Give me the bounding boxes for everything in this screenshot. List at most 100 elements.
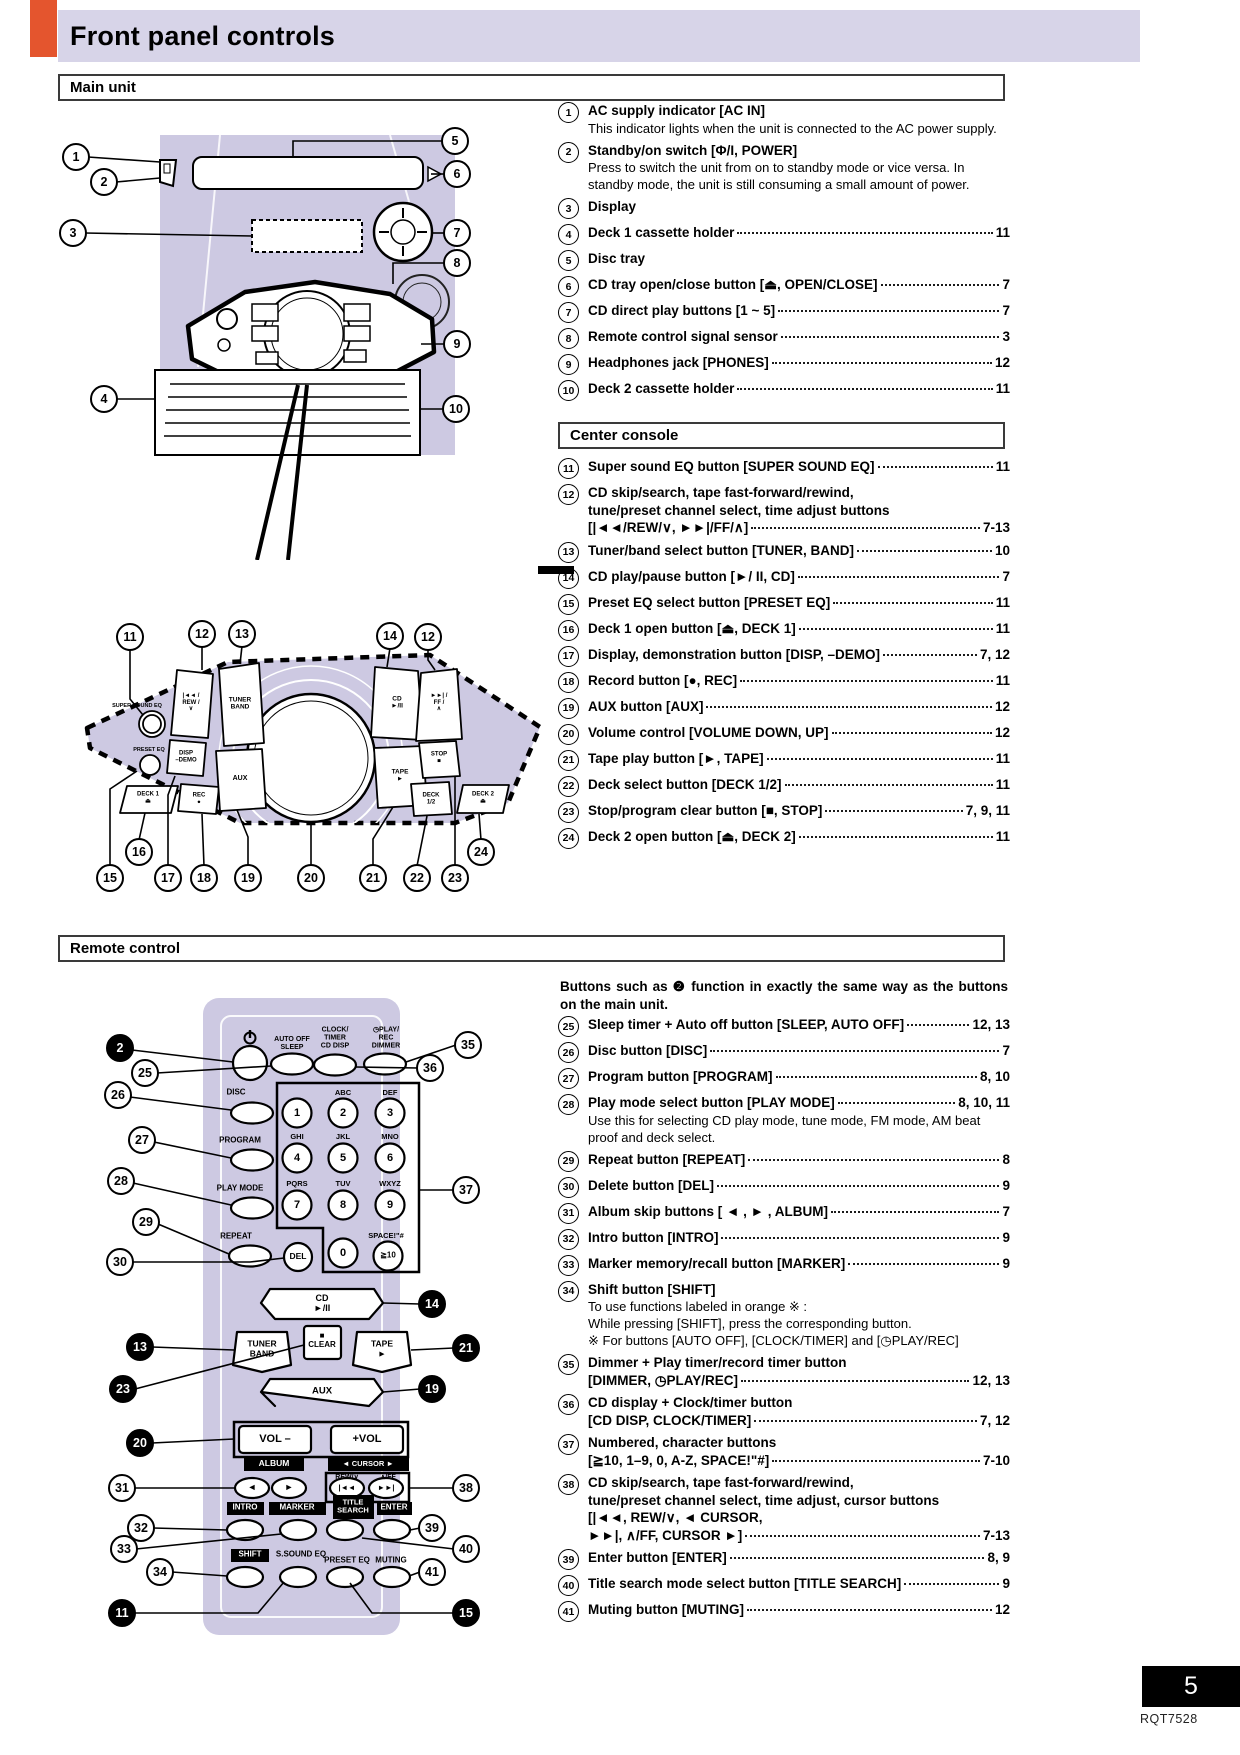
callout-number: 15 bbox=[452, 1599, 480, 1627]
diagram-label: +VOL bbox=[352, 1432, 382, 1445]
remote-intro-text: Buttons such as ❷ function in exactly th… bbox=[560, 979, 1008, 1012]
diagram-label: ENTER bbox=[380, 1502, 408, 1512]
program-button bbox=[229, 1148, 275, 1172]
page-title-bar: Front panel controls bbox=[58, 10, 1140, 62]
diagram-label: REW/∨ bbox=[335, 1474, 359, 1482]
diagram-label: TUV bbox=[335, 1178, 351, 1188]
digit-5-button bbox=[327, 1142, 359, 1174]
deck-select-button bbox=[410, 781, 453, 817]
diagram-label: |◄◄ / REW / ∨ bbox=[182, 692, 200, 713]
diagram-label: TUNER BAND bbox=[247, 1338, 277, 1358]
callout-number: 24 bbox=[467, 838, 495, 866]
callout-number: 32 bbox=[127, 1514, 155, 1542]
deck-cassette-area bbox=[154, 369, 421, 456]
callout-number: 8 bbox=[443, 249, 471, 277]
diagram-label: CD ►/II bbox=[391, 695, 403, 710]
callout-number: 13 bbox=[228, 620, 256, 648]
del-button bbox=[282, 1241, 314, 1273]
diagram-label: AUTO OFF SLEEP bbox=[274, 1036, 310, 1051]
item-number-badge: 24 bbox=[558, 827, 579, 849]
model-code: RQT7528 bbox=[1140, 1712, 1198, 1726]
diagram-label: PRESET EQ bbox=[324, 1555, 370, 1565]
diagram-label: ■ CLEAR bbox=[308, 1331, 336, 1349]
diagram-label: 4 bbox=[293, 1151, 301, 1164]
callout-number: 39 bbox=[418, 1514, 446, 1542]
callout-number: 21 bbox=[452, 1334, 480, 1362]
callout-number: 20 bbox=[126, 1429, 154, 1457]
diagram-label: S.SOUND EQ bbox=[275, 1549, 327, 1559]
item-number-badge: 3 bbox=[558, 198, 579, 219]
callout-lines bbox=[109, 645, 482, 867]
callout-number: 37 bbox=[452, 1176, 480, 1204]
item-number-badge: 8 bbox=[558, 328, 579, 349]
callout-number: 11 bbox=[116, 623, 144, 651]
diagram-label: ALBUM bbox=[258, 1458, 290, 1469]
callout-number: 1 bbox=[62, 143, 90, 171]
callout-number: 23 bbox=[109, 1375, 137, 1403]
diagram-label: DISC bbox=[226, 1087, 246, 1097]
item-number-badge: 31 bbox=[558, 1202, 579, 1224]
diagram-label: REPEAT bbox=[220, 1231, 252, 1241]
diagram-label: ∧/FF bbox=[380, 1474, 396, 1482]
callout-number: 4 bbox=[90, 385, 118, 413]
item-number-badge: 1 bbox=[558, 102, 579, 123]
digit-8-button bbox=[327, 1189, 359, 1221]
diagram-label: SPACE!"# bbox=[368, 1230, 404, 1240]
print-registration-tick bbox=[538, 566, 574, 574]
item-number-badge: 12 bbox=[558, 484, 579, 505]
page-number-box: 5 bbox=[1142, 1666, 1240, 1707]
preset-eq-button bbox=[139, 754, 161, 776]
digit-7-button bbox=[281, 1189, 313, 1221]
clock-timer-button bbox=[312, 1053, 358, 1077]
numpad-outline bbox=[275, 1081, 421, 1274]
callout-number: 25 bbox=[131, 1059, 159, 1087]
callout-number: 30 bbox=[106, 1248, 134, 1276]
diagram-label: ►►| bbox=[377, 1482, 395, 1492]
item-number-badge: 37 bbox=[558, 1434, 579, 1455]
callout-number: 7 bbox=[443, 219, 471, 247]
callout-number: 28 bbox=[107, 1167, 135, 1195]
diagram-label: TUNER BAND bbox=[228, 696, 252, 711]
callout-number: 5 bbox=[441, 127, 469, 155]
diagram-label: TAPE ► bbox=[391, 768, 409, 783]
item-number-badge: 2 bbox=[558, 141, 579, 163]
callout-lines bbox=[84, 140, 445, 410]
volume-knob bbox=[372, 201, 434, 263]
item-number-badge: 41 bbox=[558, 1601, 579, 1622]
diagram-label: INTRO bbox=[232, 1502, 258, 1512]
item-number-badge: 6 bbox=[558, 276, 579, 297]
item-number-badge: 26 bbox=[558, 1042, 579, 1063]
stop-button bbox=[418, 740, 461, 779]
over-10-button bbox=[372, 1240, 404, 1272]
vol-up-button bbox=[329, 1424, 405, 1455]
title-search-button bbox=[325, 1518, 365, 1542]
diagram-label: REC ● bbox=[192, 792, 206, 805]
diagram-label: MARKER bbox=[279, 1502, 315, 1512]
diagram-label: SUPER SOUND EQ bbox=[112, 702, 162, 709]
diagram-label: 7 bbox=[293, 1198, 301, 1211]
callout-number: 36 bbox=[416, 1054, 444, 1082]
center-console-drawing bbox=[84, 645, 543, 867]
callout-number: 3 bbox=[59, 219, 87, 247]
callout-number: 17 bbox=[154, 864, 182, 892]
diagram-label: ◄ bbox=[247, 1481, 257, 1492]
